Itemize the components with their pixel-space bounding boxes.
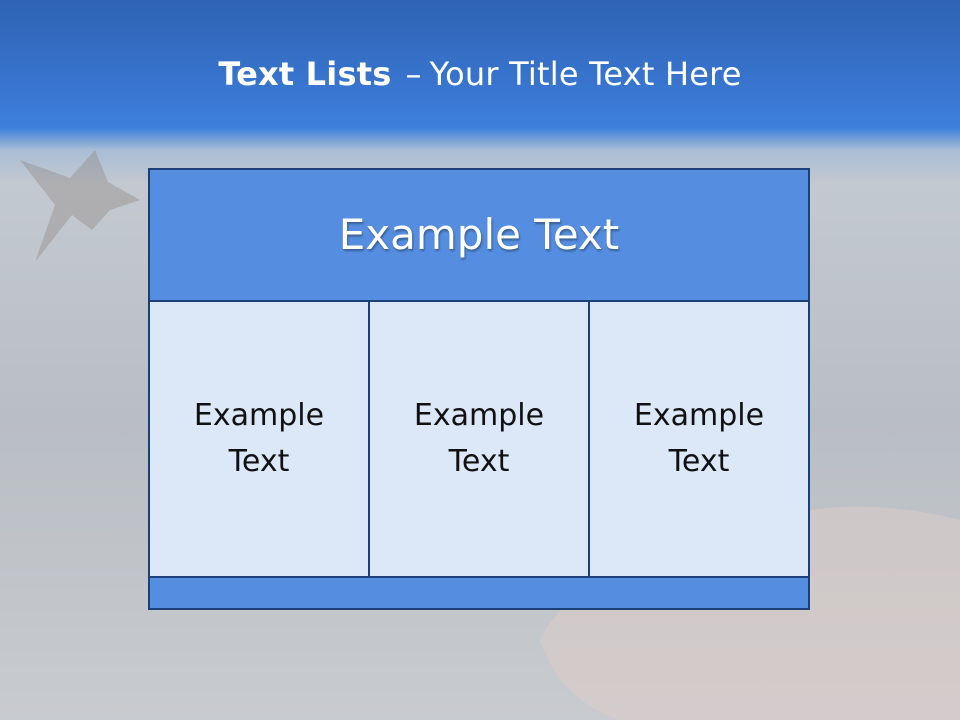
- column-2-text: Example Text: [413, 398, 545, 479]
- title-separator: –: [405, 55, 422, 93]
- column-1-text: Example Text: [193, 398, 325, 479]
- text-list-diagram: Example Text Example Text Example Text E…: [148, 168, 810, 610]
- diagram-header: Example Text: [150, 170, 808, 300]
- diagram-column-1: Example Text: [150, 302, 368, 576]
- column-3-text: Example Text: [633, 398, 765, 479]
- diagram-column-3: Example Text: [590, 302, 808, 576]
- title-text: Your Title Text Here: [429, 55, 742, 93]
- diagram-column-2: Example Text: [370, 302, 588, 576]
- diagram-footer-bar: [150, 578, 808, 608]
- hand-shape: [540, 506, 960, 720]
- slide-title: Text Lists–Your Title Text Here: [0, 52, 960, 96]
- title-bold: Text Lists: [218, 55, 392, 93]
- starfish-shape: [20, 150, 140, 262]
